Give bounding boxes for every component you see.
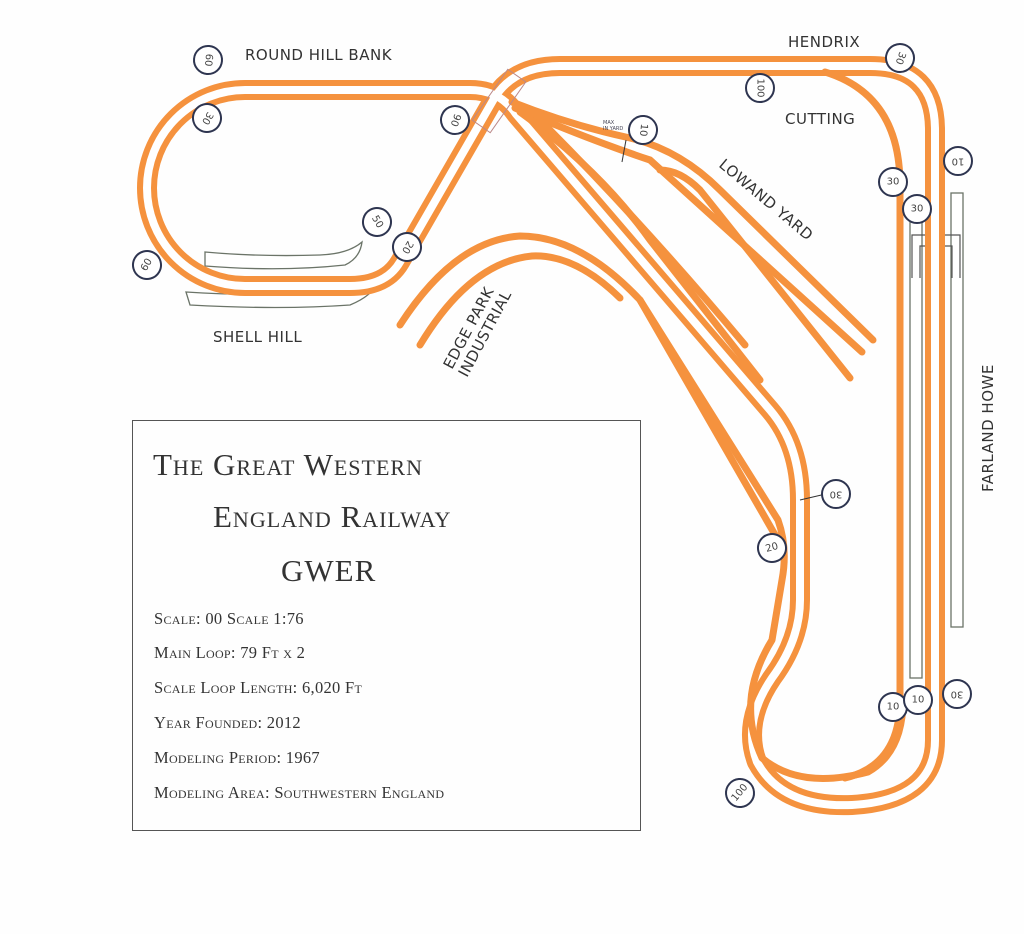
legend-fact: Scale Loop Length: 6,020 Ft bbox=[154, 678, 363, 697]
speed-sign: 30 bbox=[878, 167, 908, 197]
shell-hill-platform-upper bbox=[204, 240, 363, 270]
svg-text:10: 10 bbox=[952, 156, 965, 167]
label-cutting: CUTTING bbox=[785, 110, 855, 128]
legend-fact: Modeling Period: 1967 bbox=[154, 748, 320, 767]
farland-howe-platform-west bbox=[909, 212, 923, 679]
svg-text:30: 30 bbox=[830, 489, 843, 500]
svg-text:10: 10 bbox=[637, 123, 649, 137]
speed-sign: 30 bbox=[885, 43, 915, 73]
legend-box: The Great Western England Railway GWER S… bbox=[132, 420, 641, 831]
svg-text:30: 30 bbox=[893, 50, 908, 66]
svg-text:30: 30 bbox=[911, 204, 924, 215]
speed-sign: 60 bbox=[193, 45, 223, 75]
svg-text:30: 30 bbox=[951, 689, 964, 700]
speed-sign: 30 bbox=[821, 479, 851, 509]
speed-sign: 10 bbox=[628, 115, 658, 145]
speed-sign: 90 bbox=[440, 105, 470, 135]
yard-track-3 bbox=[656, 166, 854, 382]
crossover-frame bbox=[471, 68, 527, 134]
svg-text:30: 30 bbox=[887, 177, 900, 188]
speed-sign: 20 bbox=[392, 232, 422, 262]
legend-title-line-3: GWER bbox=[281, 553, 377, 588]
edge-park-track-1 bbox=[396, 232, 782, 544]
inner-loop-track bbox=[636, 296, 907, 782]
label-edge-park: EDGE PARK INDUSTRIAL bbox=[440, 283, 516, 379]
legend-title-line-1: The Great Western bbox=[153, 447, 423, 482]
speed-sign: 20 bbox=[757, 533, 787, 563]
speed-sign: 10 bbox=[943, 146, 973, 176]
label-max-in-yard: MAX bbox=[603, 120, 615, 126]
yard-track-2 bbox=[511, 104, 866, 356]
svg-text:90: 90 bbox=[448, 112, 463, 128]
legend-fact: Year Founded: 2012 bbox=[154, 713, 301, 732]
speed-sign: 60 bbox=[132, 250, 162, 280]
legend-fact: Main Loop: 79 Ft x 2 bbox=[154, 643, 306, 662]
edge-park-track-2 bbox=[416, 252, 624, 349]
label-farland-howe: FARLAND HOWE bbox=[979, 364, 997, 492]
svg-text:60: 60 bbox=[202, 53, 214, 67]
speed-sign: 10 bbox=[878, 692, 908, 722]
speed-sign: 30 bbox=[902, 194, 932, 224]
speed-sign: 30 bbox=[192, 103, 222, 133]
label-max-in-yard-2: IN YARD bbox=[603, 126, 623, 132]
svg-text:20: 20 bbox=[764, 541, 779, 555]
yard-track-1 bbox=[508, 98, 877, 344]
svg-text:10: 10 bbox=[912, 695, 925, 706]
yard-limit-marker bbox=[621, 139, 627, 163]
legend-fact: Modeling Area: Southwestern England bbox=[154, 783, 445, 802]
speed-sign: 10 bbox=[903, 685, 933, 715]
svg-text:10: 10 bbox=[887, 702, 900, 713]
legend-fact: Scale: 00 Scale 1:76 bbox=[154, 609, 304, 628]
speed-sign: 30 bbox=[942, 679, 972, 709]
label-shell-hill: SHELL HILL bbox=[213, 328, 302, 346]
label-hendrix: HENDRIX bbox=[788, 33, 860, 51]
speed-sign: 100 bbox=[725, 778, 755, 808]
farland-howe-platform-east bbox=[950, 192, 964, 628]
legend-title-line-2: England Railway bbox=[213, 499, 452, 534]
svg-text:100: 100 bbox=[755, 78, 766, 97]
speed-sign: 50 bbox=[362, 207, 392, 237]
speed-sign: 100 bbox=[745, 73, 775, 103]
yard-track-5 bbox=[536, 116, 749, 349]
label-round-hill-bank: ROUND HILL BANK bbox=[245, 46, 393, 64]
main-double-track-gap bbox=[143, 62, 939, 810]
